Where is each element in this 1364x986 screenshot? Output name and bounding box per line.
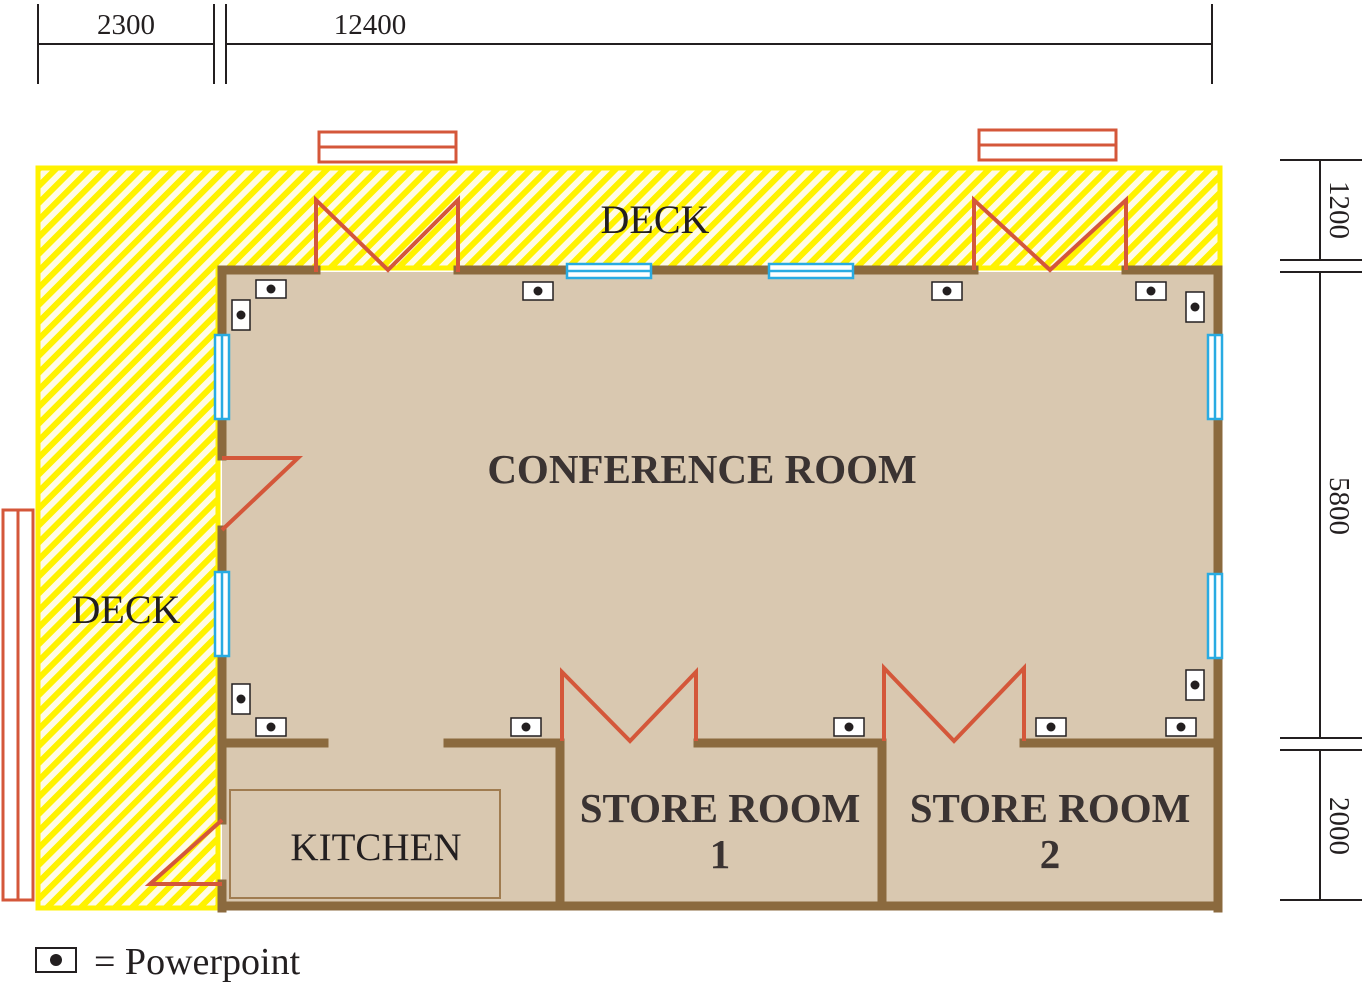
powerpoints bbox=[231, 279, 1205, 737]
powerpoint-icon bbox=[255, 279, 287, 299]
store-room-2-label: STORE ROOM bbox=[910, 785, 1191, 831]
dimension-label-right-middle: 5800 bbox=[1323, 477, 1355, 535]
dimension-lines bbox=[37, 4, 1362, 901]
store-room-1-number: 1 bbox=[710, 831, 731, 877]
powerpoint-icon bbox=[1185, 669, 1205, 701]
powerpoint-icon bbox=[1135, 281, 1167, 301]
legend: = Powerpoint bbox=[35, 941, 301, 983]
powerpoint-icon bbox=[833, 717, 865, 737]
store-room-1-label: STORE ROOM bbox=[580, 785, 861, 831]
windows bbox=[213, 262, 1224, 660]
powerpoint-icon bbox=[510, 717, 542, 737]
doors bbox=[144, 195, 1128, 886]
powerpoint-icon bbox=[1165, 717, 1197, 737]
powerpoint-icon bbox=[1185, 291, 1205, 323]
kitchen-bench bbox=[229, 789, 501, 899]
powerpoint-icon bbox=[522, 281, 554, 301]
powerpoint-icon bbox=[231, 299, 251, 331]
dimension-label-right-bottom: 2000 bbox=[1323, 797, 1355, 855]
conference-room-label: CONFERENCE ROOM bbox=[487, 446, 916, 492]
steps bbox=[1, 128, 1118, 902]
deck-label-left: DECK bbox=[72, 587, 181, 632]
dimension-label-right-top: 1200 bbox=[1323, 181, 1355, 239]
deck-label-top: DECK bbox=[601, 197, 710, 242]
powerpoint-icon bbox=[931, 281, 963, 301]
kitchen-label: KITCHEN bbox=[290, 826, 461, 869]
legend-text: = Powerpoint bbox=[94, 941, 301, 983]
store-room-2-number: 2 bbox=[1040, 831, 1061, 877]
dimension-label-top-left: 2300 bbox=[97, 9, 155, 41]
powerpoint-icon bbox=[231, 683, 251, 715]
powerpoint-icon bbox=[255, 717, 287, 737]
powerpoint-icon bbox=[35, 947, 77, 973]
dimension-label-top-right: 12400 bbox=[334, 9, 407, 41]
powerpoint-icon bbox=[1035, 717, 1067, 737]
